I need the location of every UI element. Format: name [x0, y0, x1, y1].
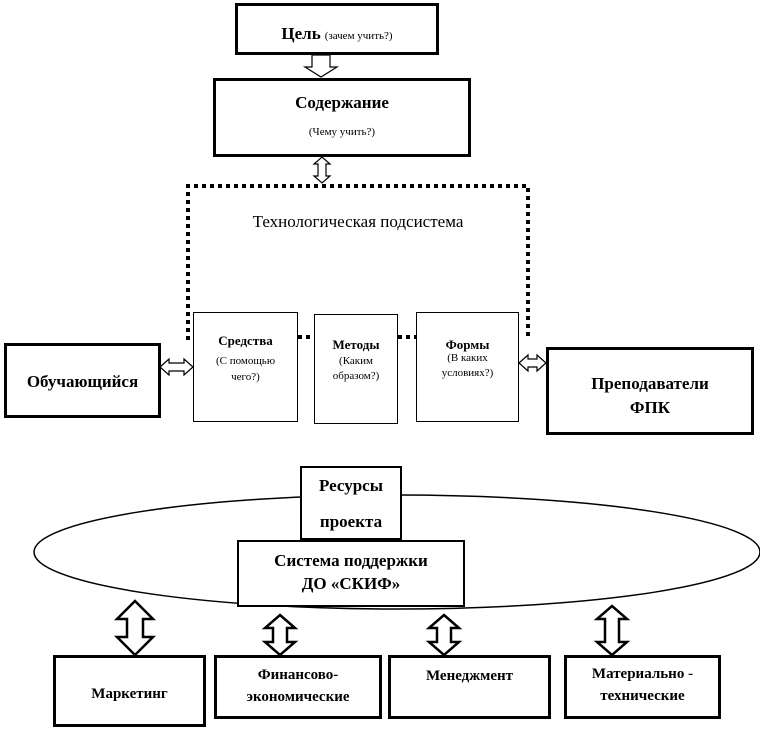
content-box: Содержание (Чему учить?) — [213, 78, 471, 157]
arrow-ellipse-finance — [261, 613, 299, 657]
support-box: Система поддержки ДО «СКИФ» — [237, 540, 465, 607]
management-title: Менеджмент — [425, 668, 514, 684]
means-note-2: чего?) — [231, 371, 260, 383]
forms-box: Формы (В каких условиях?) — [416, 312, 519, 422]
management-box: Менеджмент — [388, 655, 551, 719]
finance-line2: экономические — [246, 689, 350, 705]
goal-box: Цель (зачем учить?) — [235, 3, 439, 55]
forms-title: Формы — [445, 337, 490, 352]
arrow-ellipse-management — [425, 613, 463, 657]
means-note-1: (С помощью — [215, 355, 276, 367]
learner-title: Обучающийся — [26, 372, 139, 391]
content-note: (Чему учить?) — [308, 126, 376, 138]
methods-box: Методы (Каким образом?) — [314, 314, 398, 424]
means-title: Средства — [218, 333, 273, 348]
marketing-box: Маркетинг — [53, 655, 206, 727]
resources-box: Ресурсы проекта — [300, 466, 402, 540]
finance-line1: Финансово- — [257, 667, 339, 683]
material-line1: Материально - — [591, 666, 694, 682]
content-title: Содержание — [295, 93, 389, 112]
arrow-goal-to-content — [302, 54, 340, 78]
methods-note-2: образом?) — [332, 370, 380, 382]
methods-note-1: (Каким — [339, 355, 373, 367]
arrow-ellipse-material — [593, 604, 631, 657]
marketing-title: Маркетинг — [91, 686, 168, 702]
material-line2: технические — [600, 688, 685, 704]
tech-subsystem-outline — [186, 184, 530, 340]
goal-title: Цель — [281, 24, 321, 43]
material-box: Материально - технические — [564, 655, 721, 719]
support-line2: ДО «СКИФ» — [301, 574, 401, 593]
arrow-content-subsystem — [312, 156, 332, 184]
teachers-box: Преподаватели ФПК — [546, 347, 754, 435]
arrow-forms-teachers — [518, 353, 547, 373]
teachers-line2: ФПК — [629, 398, 671, 417]
learner-box: Обучающийся — [4, 343, 161, 418]
forms-note-1: (В каких — [447, 352, 488, 364]
teachers-line1: Преподаватели — [591, 374, 709, 393]
forms-note-2: условиях?) — [441, 367, 494, 379]
methods-title: Методы — [332, 337, 380, 352]
goal-note: (зачем учить?) — [324, 30, 393, 42]
means-box: Средства (С помощью чего?) — [193, 312, 298, 422]
resources-line2: проекта — [319, 512, 383, 531]
tech-subsystem-title: Технологическая подсистема — [252, 212, 464, 231]
support-line1: Система поддержки — [274, 551, 428, 570]
resources-line1: Ресурсы — [318, 476, 383, 495]
arrow-ellipse-marketing — [113, 599, 157, 657]
arrow-learner-means — [159, 357, 194, 377]
finance-box: Финансово- экономические — [214, 655, 382, 719]
